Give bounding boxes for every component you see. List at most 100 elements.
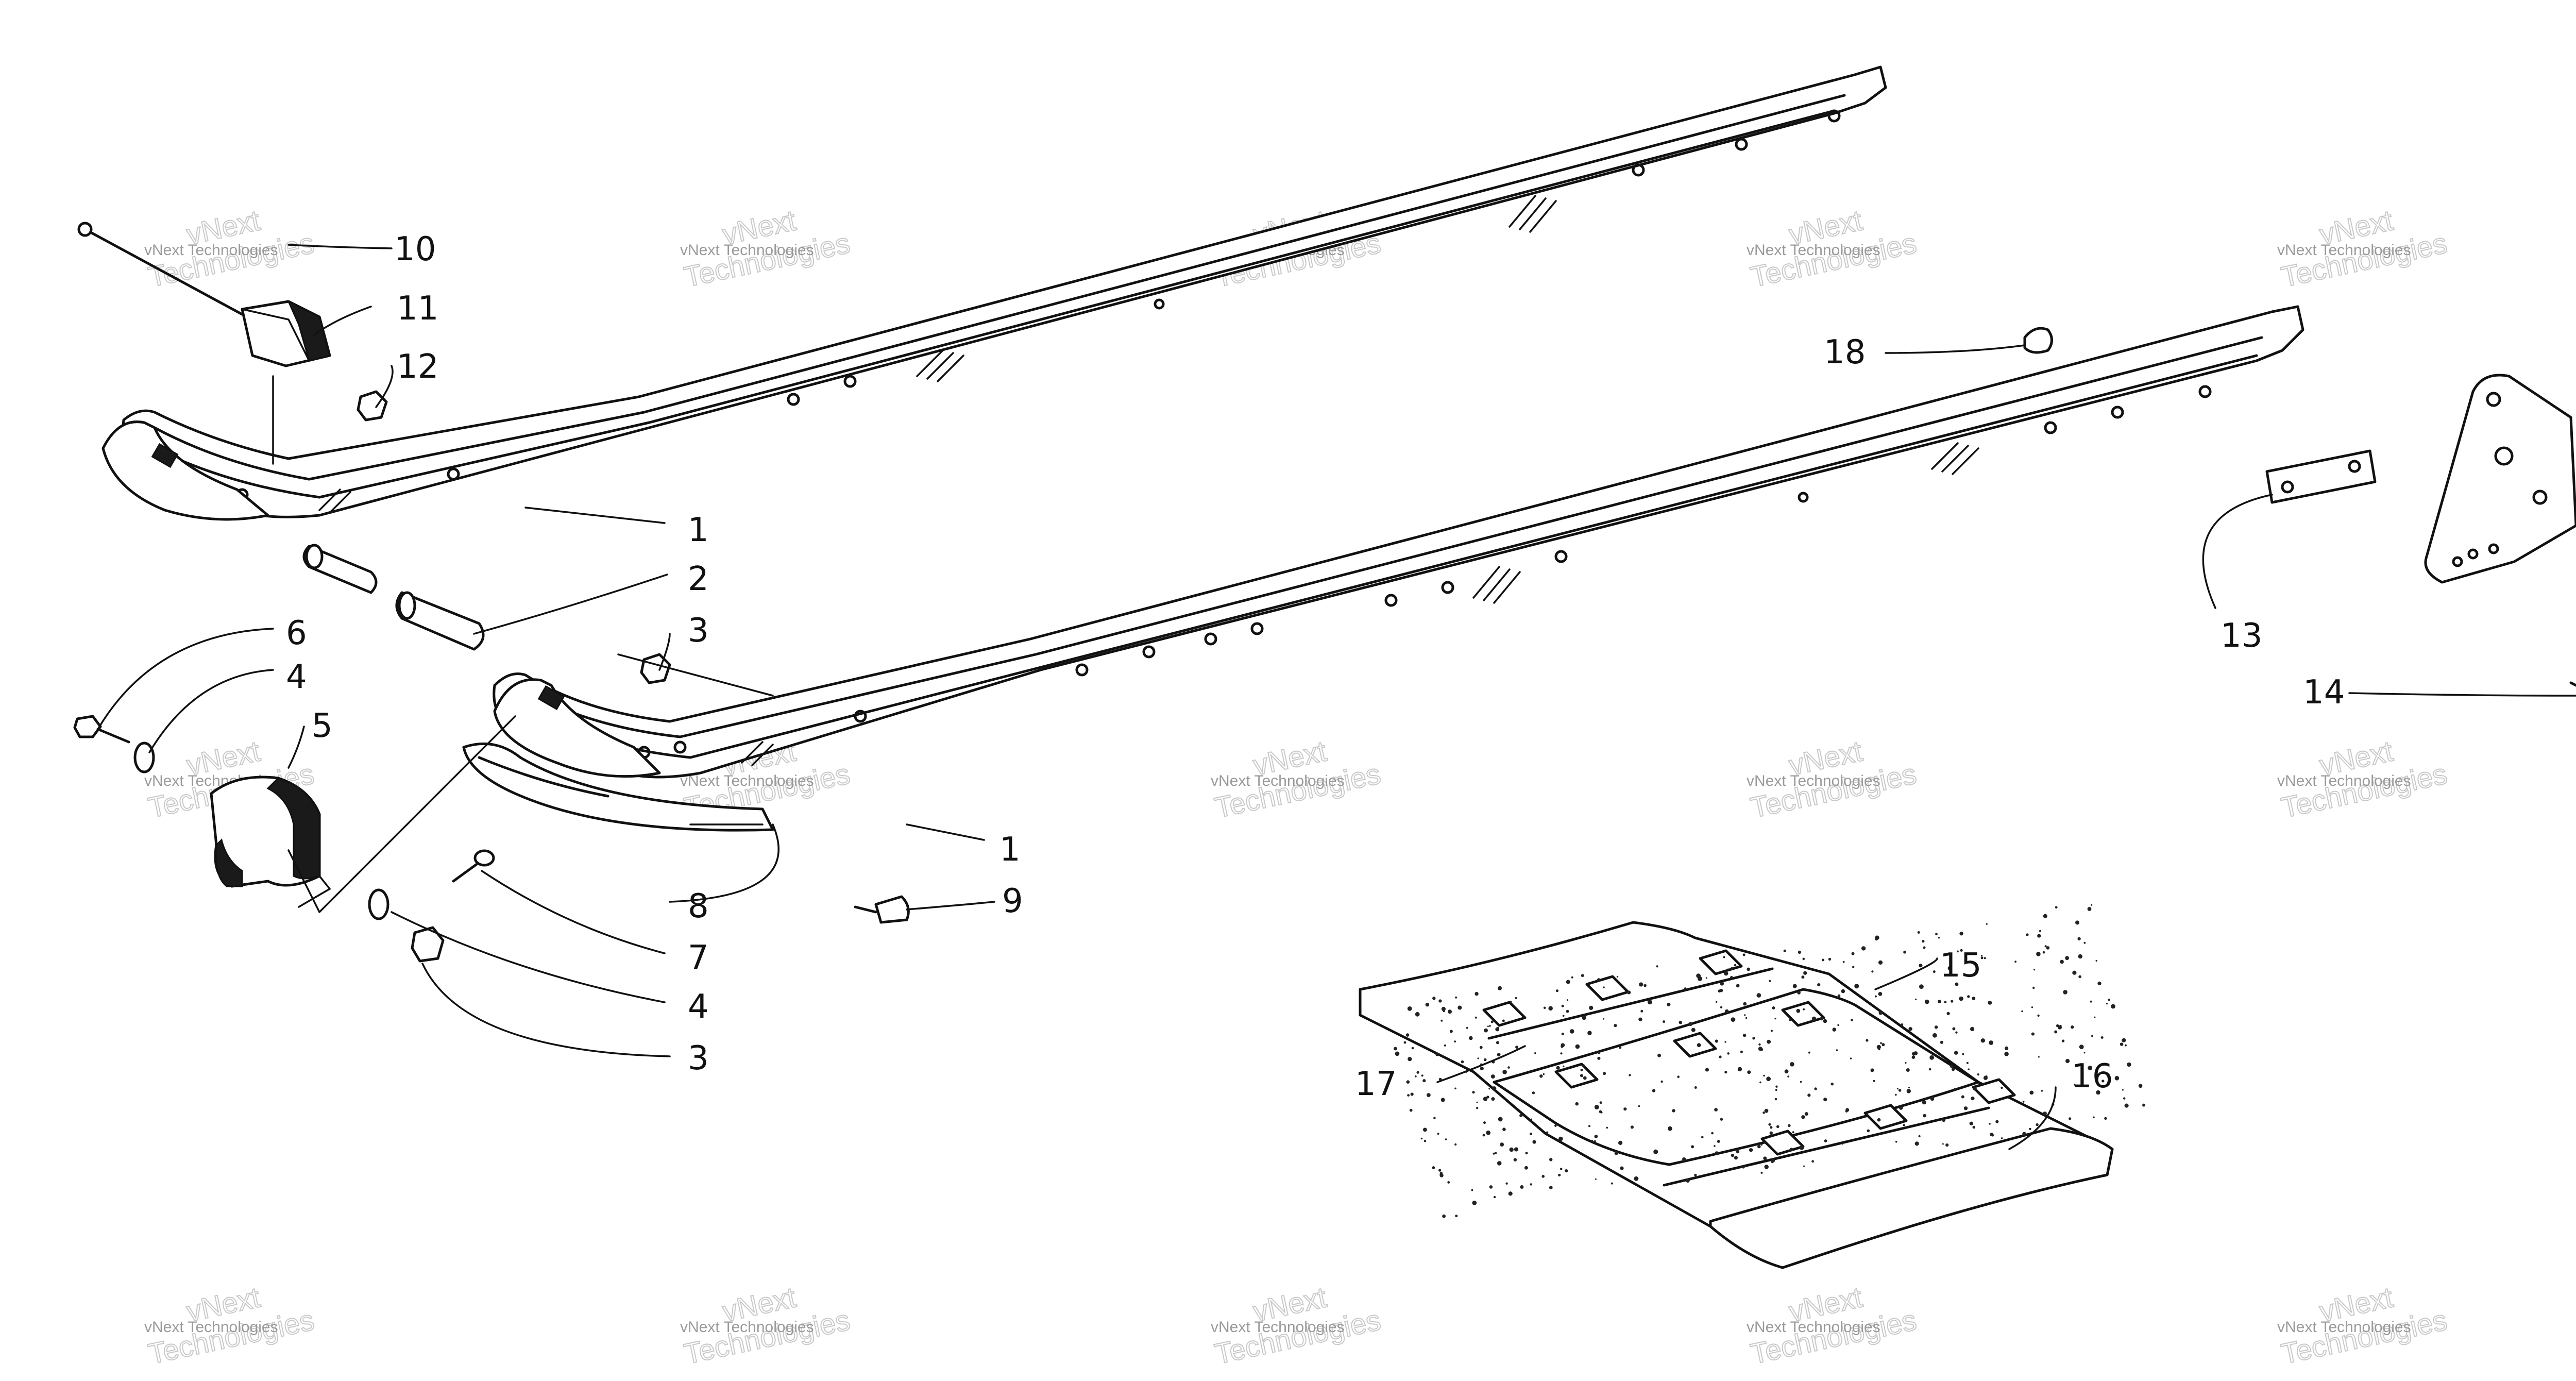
track-speck (1524, 1166, 1528, 1170)
track-speck (1407, 1094, 1410, 1097)
track-speck (1734, 964, 1737, 967)
track-speck (1493, 1152, 1495, 1155)
track-speck (1747, 1070, 1751, 1074)
track-speck (1804, 1112, 1808, 1116)
track-speck (1925, 1097, 1927, 1100)
callout-9: 9 (1002, 882, 1023, 920)
track-speck (1620, 1166, 1624, 1170)
track-speck (1951, 1000, 1954, 1003)
track-speck (1914, 1141, 1919, 1146)
track-speck (1831, 1082, 1834, 1086)
track-speck (1775, 1089, 1777, 1091)
track-speck (1561, 1045, 1564, 1048)
track-speck (1714, 1145, 1716, 1147)
track-speck (1766, 1076, 1771, 1082)
track-speck (1800, 1081, 1802, 1083)
track-speck (1590, 1139, 1594, 1142)
track-speck (2005, 1046, 2009, 1050)
track-speck (1498, 986, 1502, 990)
track-speck (1489, 1025, 1491, 1027)
track-speck (1908, 1087, 1910, 1089)
callout-12: 12 (397, 348, 438, 386)
track-speck (1845, 1110, 1848, 1113)
track-speck (1758, 1043, 1761, 1046)
track-speck (1720, 981, 1724, 986)
track-speck (2096, 1090, 2100, 1095)
track-speck (1475, 1016, 1477, 1019)
track-speck (2124, 1103, 2129, 1108)
track-speck (1657, 1053, 1661, 1057)
track-speck (1867, 1129, 1870, 1133)
track-speck (2091, 904, 2093, 906)
track-speck (1595, 1178, 1597, 1180)
track-speck (1720, 1006, 1723, 1009)
track-texture (1394, 904, 2146, 1218)
track-speck (1509, 1147, 1514, 1152)
track-speck (2032, 986, 2035, 989)
track-speck (1483, 1121, 1486, 1124)
track-speck (2122, 1089, 2124, 1091)
track-speck (1560, 1168, 1563, 1170)
track-speck (1724, 1041, 1726, 1043)
track-speck (1798, 950, 1801, 954)
track-speck (1435, 1053, 1439, 1056)
track-speck (2036, 952, 2041, 956)
track-speck (1515, 1046, 1519, 1049)
track-speck (1876, 1045, 1881, 1049)
track-speck (1824, 1139, 1827, 1142)
track-speck (2021, 1010, 2023, 1013)
track-speck (1955, 982, 1959, 986)
track-speck (1850, 1057, 1852, 1059)
track-speck (1724, 1071, 1727, 1074)
track-speck (1742, 1034, 1747, 1037)
track-speck (1915, 998, 1917, 1000)
track-speck (1482, 1134, 1485, 1137)
track-speck (2087, 907, 2092, 911)
track-speck (1963, 1106, 1968, 1110)
track-speck (1954, 1051, 1958, 1055)
track-speck (1696, 973, 1701, 978)
track-speck (2022, 1101, 2025, 1103)
callout-4-upper: 4 (286, 658, 307, 696)
track-speck (1394, 1047, 1397, 1051)
track-speck (1980, 955, 1982, 957)
track-speck (1924, 999, 1929, 1004)
track-speck (1740, 1050, 1743, 1053)
track-speck (2077, 937, 2081, 941)
track-speck (1970, 1026, 1975, 1032)
track-speck (1411, 1047, 1414, 1050)
track-speck (2078, 975, 2081, 979)
track-speck (1774, 1018, 1776, 1020)
track-speck (1558, 1136, 1563, 1141)
track-speck (1638, 1017, 1642, 1022)
track-speck (1647, 1000, 1652, 1005)
track-speck (1409, 1108, 1413, 1112)
track-speck (1441, 1006, 1446, 1012)
track-speck (1878, 960, 1883, 965)
track-speck (1760, 1171, 1763, 1174)
track-speck (1903, 950, 1907, 954)
track-speck (2039, 930, 2041, 932)
track-speck (2083, 941, 2086, 944)
track-speck (1942, 1118, 1945, 1122)
track-speck (1959, 996, 1963, 1001)
track-speck (1757, 1144, 1761, 1149)
track-speck (1727, 968, 1730, 971)
track-speck (1971, 1097, 1975, 1101)
track-speck (2097, 981, 2102, 986)
track-speck (1548, 1006, 1553, 1011)
track-speck (1480, 1067, 1484, 1071)
wear-strip (462, 742, 774, 832)
track-speck (1946, 1012, 1950, 1015)
track-speck (1440, 1098, 1445, 1102)
callout-10: 10 (394, 230, 436, 268)
track-speck (1549, 1158, 1553, 1161)
track-speck (1811, 1160, 1815, 1163)
track-speck (1439, 1173, 1444, 1177)
track-speck (1486, 1130, 1491, 1135)
track-speck (1871, 970, 1874, 973)
track-speck (1768, 1123, 1771, 1126)
track-speck (1764, 1108, 1769, 1113)
